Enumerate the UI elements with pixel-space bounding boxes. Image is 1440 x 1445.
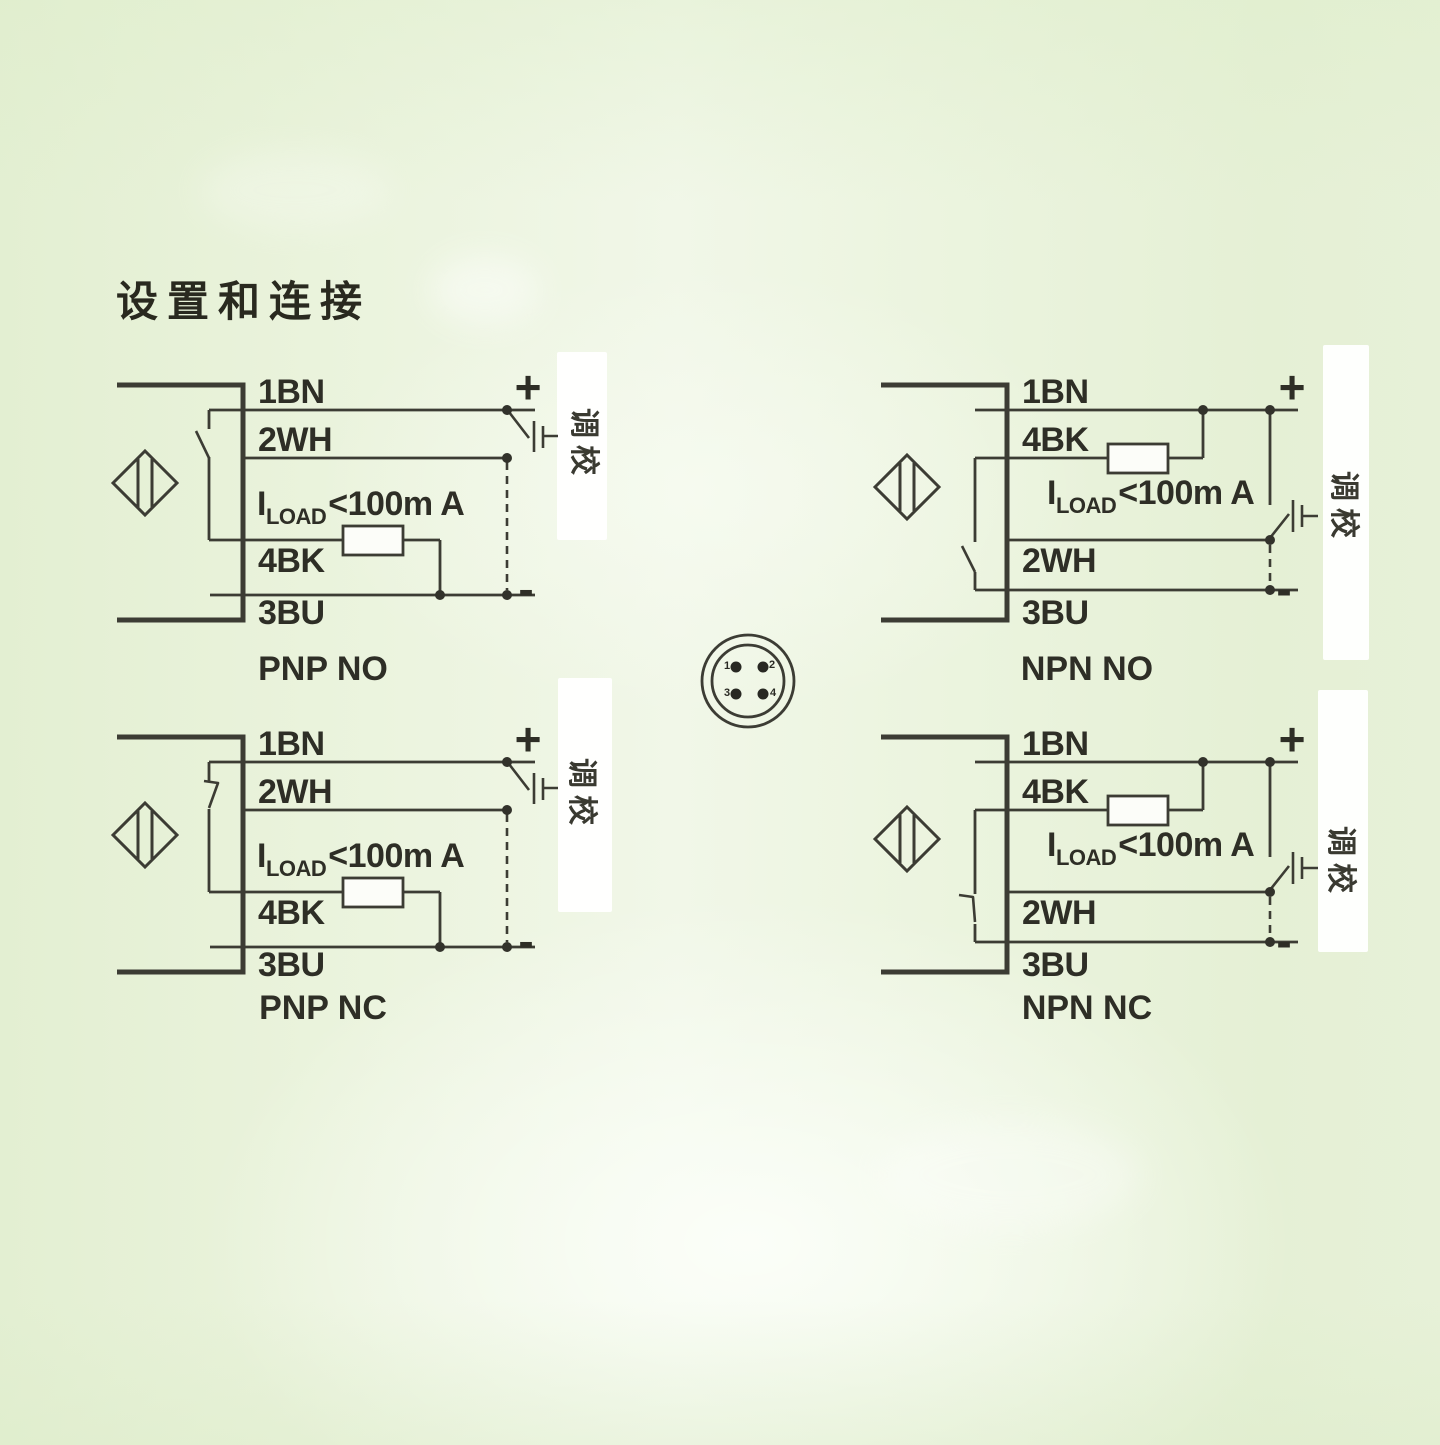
output-type-label: NPN NC (1021, 989, 1153, 1027)
load-value: <100m A (328, 837, 465, 875)
output-type-label: PNP NC (259, 989, 387, 1027)
load-value: <100m A (1118, 826, 1255, 864)
connector-pin-label-1: 1 (723, 660, 731, 672)
npn-nc-lines (875, 735, 1318, 975)
wire-label-3bu: 3BU (1022, 946, 1089, 984)
diagram-npn-no: 1BN 4BK ILOAD<100m A 2WH 3BU + - NPN NO (881, 364, 1321, 695)
connector-pin-label-2: 2 (768, 659, 776, 671)
load-current-label: ILOAD<100m A (257, 485, 465, 529)
wire-label-2wh: 2WH (1022, 542, 1097, 580)
wire-label-2wh: 2WH (258, 773, 333, 811)
plus-terminal: + (514, 361, 542, 413)
load-current-label: ILOAD<100m A (1047, 474, 1255, 518)
load-subscript: LOAD (1055, 493, 1117, 518)
wire-label-4bk: 4BK (1022, 421, 1089, 459)
minus-terminal: - (1276, 563, 1292, 615)
teach-strip: 调校 (1323, 345, 1369, 660)
npn-no-lines (875, 383, 1318, 623)
diagram-pnp-no: 1BN 2WH ILOAD<100m A 4BK 3BU + - PNP NO (117, 364, 557, 695)
output-type-label: NPN NO (1020, 650, 1154, 688)
teach-strip: 调校 (558, 678, 612, 912)
wire-label-3bu: 3BU (258, 594, 325, 632)
minus-terminal: - (518, 915, 534, 967)
load-subscript: LOAD (265, 856, 327, 881)
wire-label-2wh: 2WH (1022, 894, 1097, 932)
load-subscript: LOAD (265, 504, 327, 529)
load-value: <100m A (328, 485, 465, 523)
diagram-npn-nc: 1BN 4BK ILOAD<100m A 2WH 3BU + - NPN NC (881, 716, 1321, 1047)
diagram-pnp-nc: 1BN 2WH ILOAD<100m A 4BK 3BU + - PNP NC (117, 716, 557, 1047)
load-current-label: ILOAD<100m A (257, 837, 465, 881)
minus-terminal: - (1276, 915, 1292, 967)
output-type-label: PNP NO (258, 650, 388, 688)
load-symbol: I (1047, 474, 1056, 512)
wire-label-1bn: 1BN (258, 725, 325, 763)
wire-label-3bu: 3BU (258, 946, 325, 984)
load-value: <100m A (1118, 474, 1255, 512)
page-title: 设置和连接 (116, 278, 372, 325)
minus-terminal: - (518, 563, 534, 615)
wire-label-1bn: 1BN (1022, 373, 1089, 411)
wire-label-1bn: 1BN (1022, 725, 1089, 763)
pnp-no-lines (113, 383, 558, 623)
wire-label-3bu: 3BU (1022, 594, 1089, 632)
teach-strip: 调校 (557, 352, 607, 540)
load-subscript: LOAD (1055, 845, 1117, 870)
plus-terminal: + (514, 713, 542, 765)
plus-terminal: + (1278, 361, 1306, 413)
wire-label-2wh: 2WH (258, 421, 333, 459)
connector-pin-label-3: 3 (723, 687, 731, 699)
wire-label-1bn: 1BN (258, 373, 325, 411)
wire-label-4bk: 4BK (1022, 773, 1089, 811)
load-symbol: I (1047, 826, 1056, 864)
load-symbol: I (257, 485, 266, 523)
load-symbol: I (257, 837, 266, 875)
teach-strip: 调校 (1318, 690, 1368, 952)
wire-label-4bk: 4BK (258, 542, 325, 580)
load-current-label: ILOAD<100m A (1047, 826, 1255, 870)
connector-face-drawing (700, 633, 796, 729)
wire-label-4bk: 4BK (258, 894, 325, 932)
pnp-nc-lines (113, 735, 558, 975)
plus-terminal: + (1278, 713, 1306, 765)
connector-pin-label-4: 4 (769, 687, 777, 699)
